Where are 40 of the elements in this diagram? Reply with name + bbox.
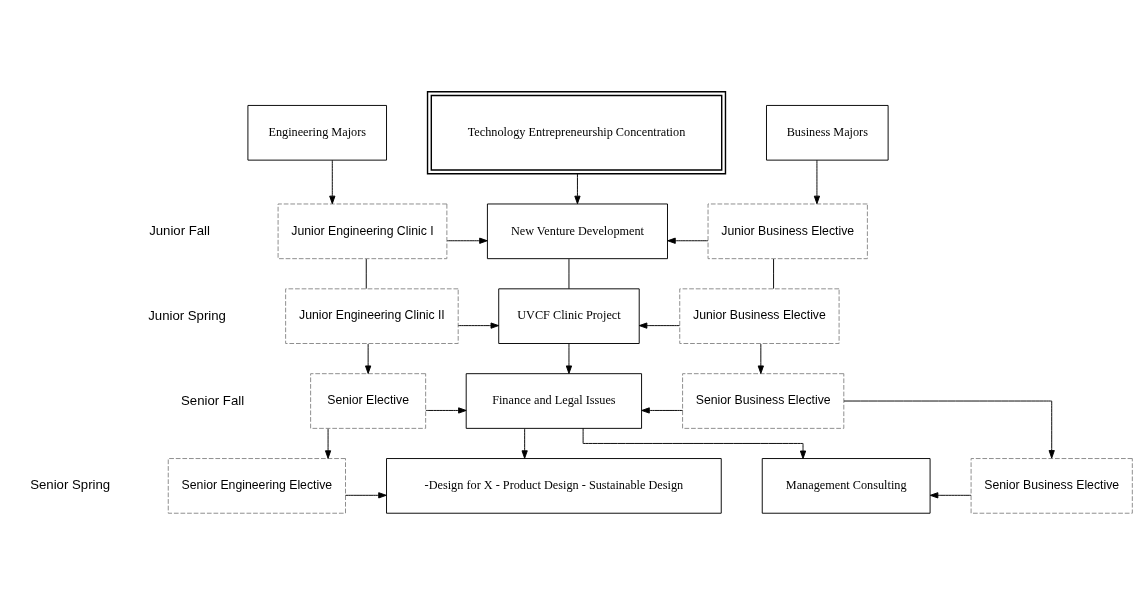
node-box: Business Majors: [766, 104, 889, 161]
label: Junior Fall: [149, 222, 210, 238]
arrow: [565, 343, 573, 374]
node-box: Junior Engineering Clinic II: [285, 288, 459, 344]
label: Senior Spring: [30, 477, 111, 493]
node-box: Senior Engineering Elective: [167, 458, 346, 514]
node-box: Management Consulting: [761, 458, 931, 514]
node-box: UVCF Clinic Project: [498, 288, 640, 344]
node-box: New Venture Development: [486, 203, 668, 260]
arrow: [641, 407, 684, 414]
arrow: [324, 428, 332, 459]
arrow: [757, 343, 764, 374]
arrow: [521, 428, 528, 459]
node-box: Junior Engineering Clinic I: [277, 203, 448, 260]
connector: [568, 258, 570, 290]
node-box: Engineering Majors: [247, 104, 387, 161]
node-box: Senior Business Elective: [970, 458, 1133, 514]
node-box: Junior Business Elective: [679, 288, 840, 344]
arrow: [843, 400, 1055, 459]
label: Senior Fall: [181, 392, 245, 408]
arrow: [425, 407, 467, 414]
node-box: Finance and Legal Issues: [465, 373, 643, 429]
arrow: [574, 173, 581, 205]
node-box: -Design for X - Product Design - Sustainable Design: [386, 458, 722, 514]
arrow: [813, 159, 821, 205]
arrow: [929, 492, 972, 499]
arrow: [582, 427, 807, 459]
node-box: Senior Business Elective: [682, 373, 845, 429]
node-box: Junior Business Elective: [707, 203, 868, 260]
arrow: [457, 322, 500, 329]
arrow: [329, 159, 336, 205]
arrow: [365, 343, 372, 374]
arrow: [345, 492, 387, 499]
label: Junior Spring: [148, 307, 226, 323]
node-box: Senior Elective: [310, 373, 427, 429]
arrow: [446, 237, 488, 244]
connector: [365, 258, 367, 290]
arrow: [638, 322, 680, 329]
connector: [773, 258, 775, 290]
arrow: [667, 237, 709, 244]
